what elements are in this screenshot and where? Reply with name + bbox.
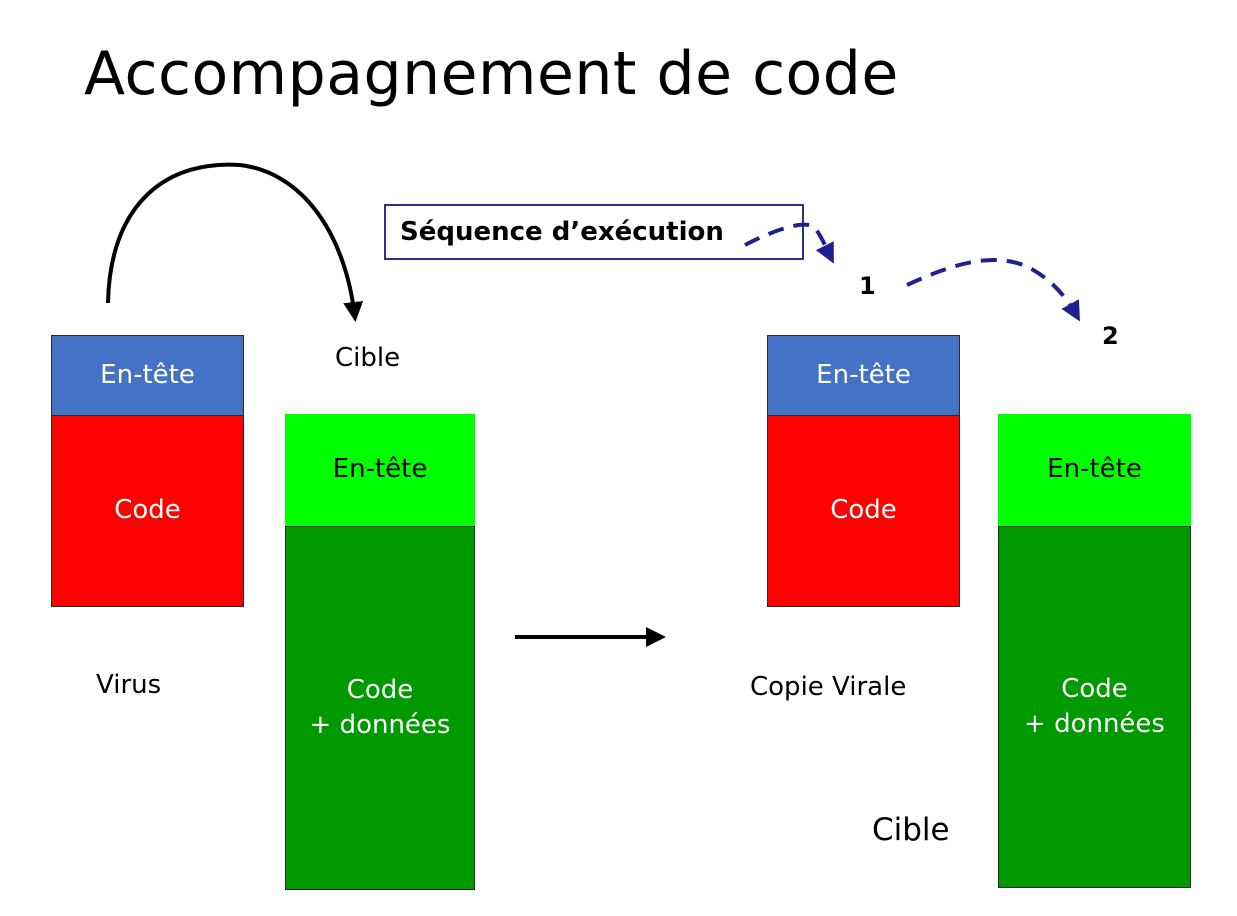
execution-sequence-box: Séquence d’exécution — [384, 204, 804, 260]
target-code-data-block-right: Code + données — [998, 526, 1191, 888]
step-number-2: 2 — [1102, 322, 1119, 350]
target-code-line1-left: Code — [346, 674, 414, 705]
virus-label: Virus — [96, 670, 162, 700]
target-header-label-left: En-tête — [332, 454, 428, 485]
infection-curve-arrow — [106, 162, 364, 322]
target-code-line2-right: + données — [1024, 709, 1165, 739]
sequence-arrow-1-to-2 — [906, 258, 1080, 322]
target-header-label-right: En-tête — [1047, 454, 1142, 485]
target-label-left: Cible — [335, 343, 401, 373]
copy-code-label: Code — [830, 495, 897, 526]
execution-sequence-label: Séquence d’exécution — [400, 217, 724, 247]
page-title: Accompagnement de code — [84, 39, 899, 109]
target-header-block-right: En-tête — [998, 414, 1191, 526]
copy-header-block: En-tête — [767, 335, 960, 415]
target-code-line2-left: + données — [309, 710, 451, 740]
copy-label: Copie Virale — [750, 672, 907, 702]
target-header-block-left: En-tête — [285, 414, 475, 526]
target-code-data-block-left: Code + données — [285, 526, 475, 890]
target-label-right: Cible — [872, 812, 950, 848]
copy-header-label: En-tête — [816, 359, 911, 390]
virus-code-label: Code — [114, 495, 181, 526]
virus-code-block: Code — [51, 415, 244, 607]
virus-header-label: En-tête — [100, 359, 195, 390]
sequence-arrow-to-1 — [744, 222, 834, 264]
target-code-line1-right: Code — [1061, 673, 1128, 704]
step-number-1: 1 — [859, 272, 876, 300]
copy-code-block: Code — [767, 415, 960, 607]
virus-header-block: En-tête — [51, 335, 244, 415]
